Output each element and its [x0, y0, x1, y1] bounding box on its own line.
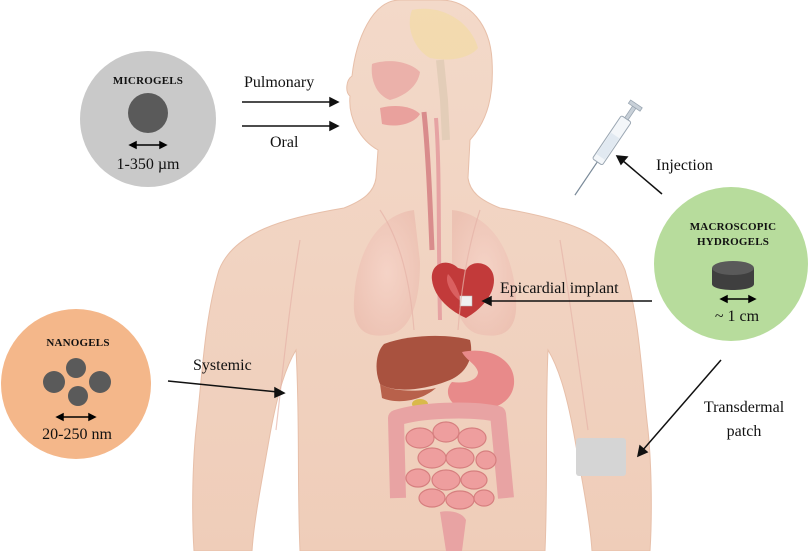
macroscopic-size: ~ 1 cm	[715, 309, 759, 325]
nanogels-title: NANOGELS	[46, 338, 109, 349]
transdermal-patch-marker	[576, 438, 626, 476]
route-label-systemic: Systemic	[193, 358, 252, 374]
route-label-injection: Injection	[656, 158, 713, 174]
macroscopic-title-line2: HYDROGELS	[697, 237, 769, 248]
pulmonary-arrow	[242, 98, 338, 106]
hydrogel-disc	[712, 261, 754, 290]
nanogels-size: 20-250 nm	[42, 427, 112, 443]
microgel-particle	[128, 93, 168, 133]
microgels-title: MICROGELS	[113, 76, 183, 87]
microgels-size: 1-350 µm	[117, 157, 180, 173]
syringe-icon	[569, 100, 642, 199]
macroscopic-title-line1: MACROSCOPIC	[690, 222, 777, 233]
route-label-transdermal-line2: patch	[727, 424, 762, 440]
route-label-pulmonary: Pulmonary	[244, 75, 314, 91]
route-label-epicardial: Epicardial implant	[500, 281, 619, 297]
oral-arrow	[242, 122, 338, 130]
route-label-oral: Oral	[270, 135, 298, 151]
route-label-transdermal-line1: Transdermal	[704, 400, 784, 416]
